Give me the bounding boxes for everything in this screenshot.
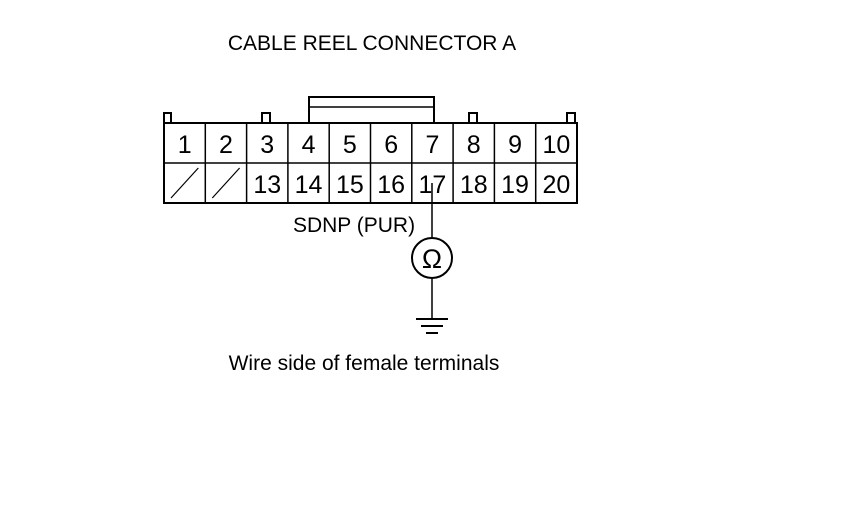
diagram-title: CABLE REEL CONNECTOR A: [228, 32, 516, 55]
pin-number-3: 3: [260, 131, 274, 159]
pin-number-8: 8: [467, 131, 481, 159]
pin-number-9: 9: [508, 131, 522, 159]
empty-cavity-slash: [170, 167, 199, 199]
ohm-icon: Ω: [422, 244, 442, 274]
pin-number-2: 2: [219, 131, 233, 159]
test-lead: SDNP (PUR): [293, 183, 433, 238]
pin-number-7: 7: [425, 131, 439, 159]
pin-number-4: 4: [302, 131, 316, 159]
ohmmeter: Ω: [411, 237, 453, 279]
pin-number-18: 18: [460, 171, 488, 199]
pin-number-20: 20: [542, 171, 570, 199]
empty-cavity-slash: [211, 167, 241, 199]
ground-icon: [416, 318, 448, 334]
connector-latch: [308, 96, 435, 124]
pin-number-19: 19: [501, 171, 529, 199]
pin-number-1: 1: [178, 131, 192, 159]
pin-number-14: 14: [295, 171, 323, 199]
cavity-dividers: [204, 123, 537, 203]
pin-number-6: 6: [384, 131, 398, 159]
connector-notches: [163, 112, 576, 123]
pin-number-5: 5: [343, 131, 357, 159]
wire-label: SDNP (PUR): [293, 214, 415, 237]
diagram-caption: Wire side of female terminals: [229, 352, 500, 375]
pin-number-16: 16: [377, 171, 405, 199]
pin-number-15: 15: [336, 171, 364, 199]
pin-number-13: 13: [253, 171, 281, 199]
pin-number-10: 10: [542, 131, 570, 159]
